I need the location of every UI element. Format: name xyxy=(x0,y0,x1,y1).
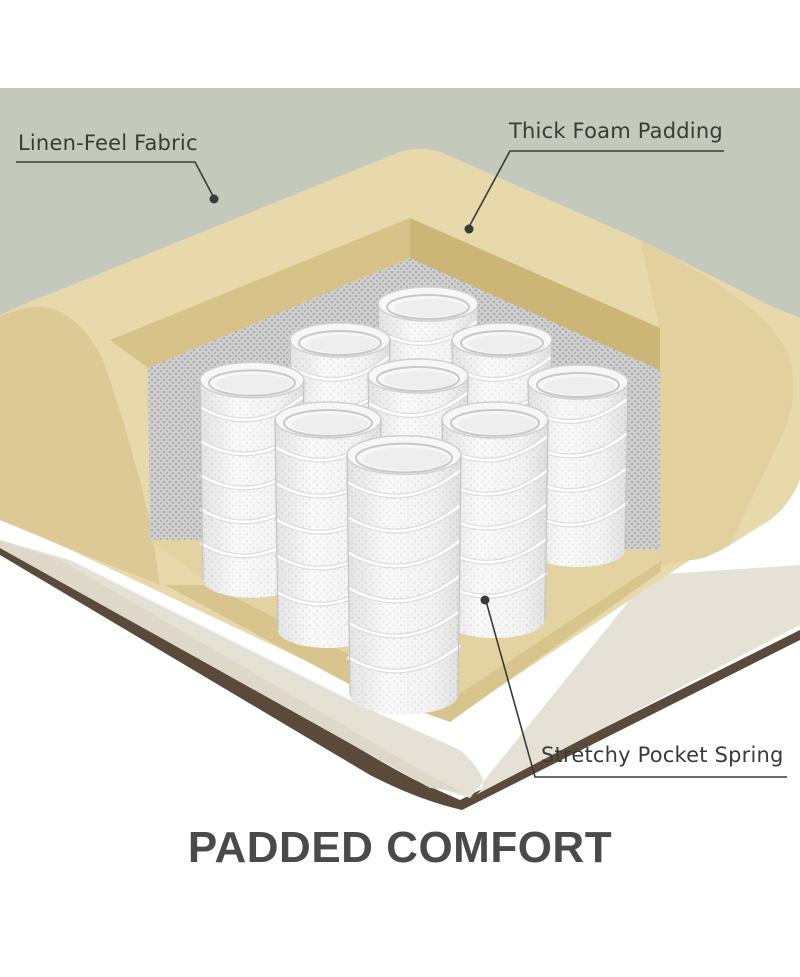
callout-spring-label: Stretchy Pocket Spring xyxy=(541,743,784,767)
leader-line-foam xyxy=(469,150,724,226)
callout-foam-label: Thick Foam Padding xyxy=(509,119,723,143)
pocket-spring-coils xyxy=(199,286,629,715)
pocket-spring-coil xyxy=(527,364,629,567)
headline: PADDED COMFORT xyxy=(187,823,613,872)
leader-dot-fabric xyxy=(209,194,219,204)
leader-line-fabric xyxy=(16,161,214,197)
foam-inner-shadow-right xyxy=(640,240,794,565)
leader-line-spring xyxy=(485,600,787,778)
callout-fabric-label: Linen-Feel Fabric xyxy=(18,131,198,155)
mattress-base-fabric xyxy=(0,540,800,798)
top-fabric-panel xyxy=(0,88,800,318)
pocket-spring-coil xyxy=(346,434,462,715)
leader-dot-spring xyxy=(480,595,490,605)
base-fabric-left xyxy=(0,540,462,792)
cavity-back-wall-right xyxy=(410,218,660,380)
cavity-back-wall-left xyxy=(110,218,410,368)
leader-dot-foam xyxy=(464,224,474,234)
foam-inner-shadow-left xyxy=(0,306,160,585)
